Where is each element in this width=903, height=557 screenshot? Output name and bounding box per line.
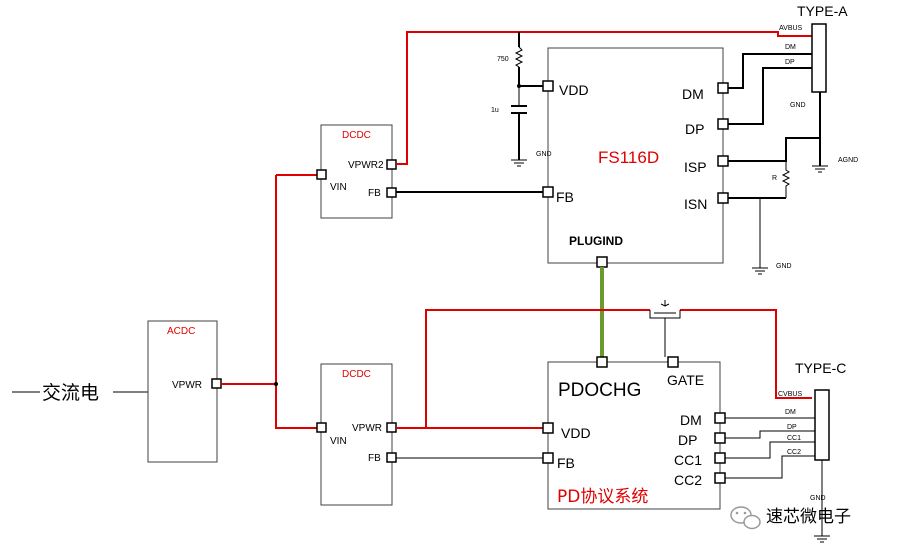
gnd-isn-label: GND [776,263,792,270]
pdochg-dp-pin [714,432,726,444]
pdochg-vdd-pin [542,422,554,434]
fs116d-fb-label: FB [556,189,574,205]
resistor-750-label: 750 [497,56,509,63]
dcdc-bottom-title: DCDC [342,369,371,380]
type-a-pin-avbus: AVBUS [779,25,803,32]
type-c-cc1-net [725,441,815,459]
dcdc-bottom-vin-label: VIN [330,436,347,447]
type-a-title: TYPE-A [797,3,848,19]
dcdc-bottom-vpwr-label: VPWR [352,423,382,434]
fs116d-isp-label: ISP [684,159,707,175]
dcdc-top-vin-label: VIN [330,182,347,193]
type-c-cc2-net [725,455,815,479]
pdochg-cc1-pin [714,452,726,464]
fs116d-isp-pin [717,155,729,167]
type-a-pin-dp: DP [785,59,795,66]
pdochg-caption: PD协议系统 [557,487,648,507]
type-a-dp-net [728,67,812,125]
agnd-label: AGND [838,157,858,164]
dcdc-top-fb-pin [386,187,397,198]
type-a-pin-dm: DM [785,44,796,51]
dcdc-bottom-fb-label: FB [368,453,381,464]
ac-input-label: 交流电 [42,382,99,404]
avbus-net [396,31,812,165]
mos-channel [649,310,681,319]
dcdc-top-fb-label: FB [368,188,381,199]
pdochg-dp-label: DP [678,432,697,448]
vdd-net-top [518,67,543,87]
capacitor-label: 1u [491,107,499,114]
acdc-block [147,320,218,463]
type-c-pin-dm: DM [785,409,796,416]
type-a-connector [811,23,827,93]
type-a-gnd-net [728,92,821,162]
pdochg-gate-label: GATE [667,372,704,388]
type-c-pin-dp: DP [787,424,797,431]
pdochg-dm-label: DM [680,412,702,428]
junction-dot [274,382,278,386]
type-c-connector [814,389,830,461]
vbus-trunk-net [275,175,317,429]
type-a-dm-net [728,53,812,89]
pdochg-fb-pin [542,452,554,464]
acdc-title: ACDC [167,326,195,337]
watermark-text: 速芯微电子 [766,507,851,527]
pdochg-cc2-pin [714,472,726,484]
watermark-icon [730,506,761,530]
type-c-pin-cc1: CC1 [787,435,801,442]
dcdc-bottom-vpwr-pin [386,422,397,433]
fs116d-plugind-label: PLUGIND [569,234,623,248]
pdochg-title: PDOCHG [558,380,641,401]
fs116d-vdd-pin [542,80,554,92]
fs116d-dm-label: DM [682,86,704,102]
fs116d-fb-pin [542,186,554,198]
fs116d-vdd-label: VDD [559,82,589,98]
dcdc-top-title: DCDC [342,130,371,141]
dcdc-bottom-vin-pin [316,422,327,433]
acdc-vpwr-label: VPWR [172,380,202,391]
fs116d-dp-pin [717,118,729,130]
pdochg-vdd-label: VDD [561,425,591,441]
mos-arrow [660,300,670,307]
type-c-pin-cvbus: CVBUS [778,391,802,398]
pdochg-dm-pin [714,412,726,424]
pdochg-gate-pin [667,356,679,368]
type-c-dp-net [725,430,815,439]
acdc-vpwr-pin [211,378,222,389]
fs116d-dp-label: DP [685,121,704,137]
pdochg-cc1-label: CC1 [674,452,702,468]
resistor-750 [514,46,524,68]
dcdc-top-vin-pin [316,169,327,180]
pdochg-fb-label: FB [557,455,575,471]
pdochg-plugind-pin [596,356,608,368]
fs116d-isn-pin [717,192,729,204]
dcdc-bottom-fb-pin [386,452,397,463]
dcdc-top-vpwr2-label: VPWR2 [348,160,384,171]
type-a-pin-gnd: GND [790,102,806,109]
pdochg-cc2-label: CC2 [674,472,702,488]
fs116d-dm-pin [717,82,729,94]
dcdc-top-vpwr2-pin [386,159,397,170]
sense-resistor [781,161,791,198]
fs116d-title: FS116D [598,148,659,167]
fs116d-plugind-pin [596,256,608,268]
gnd-cap-label: GND [536,151,552,158]
mos-to-cvbus-net [680,309,812,399]
sense-resistor-label: R [772,175,777,182]
type-c-pin-gnd: GND [810,495,826,502]
dcdc-bottom-block [320,363,393,506]
type-c-title: TYPE-C [795,360,846,376]
type-c-pin-cc2: CC2 [787,449,801,456]
vbus-to-mos-net [425,309,650,428]
fs116d-isn-label: ISN [684,196,707,212]
